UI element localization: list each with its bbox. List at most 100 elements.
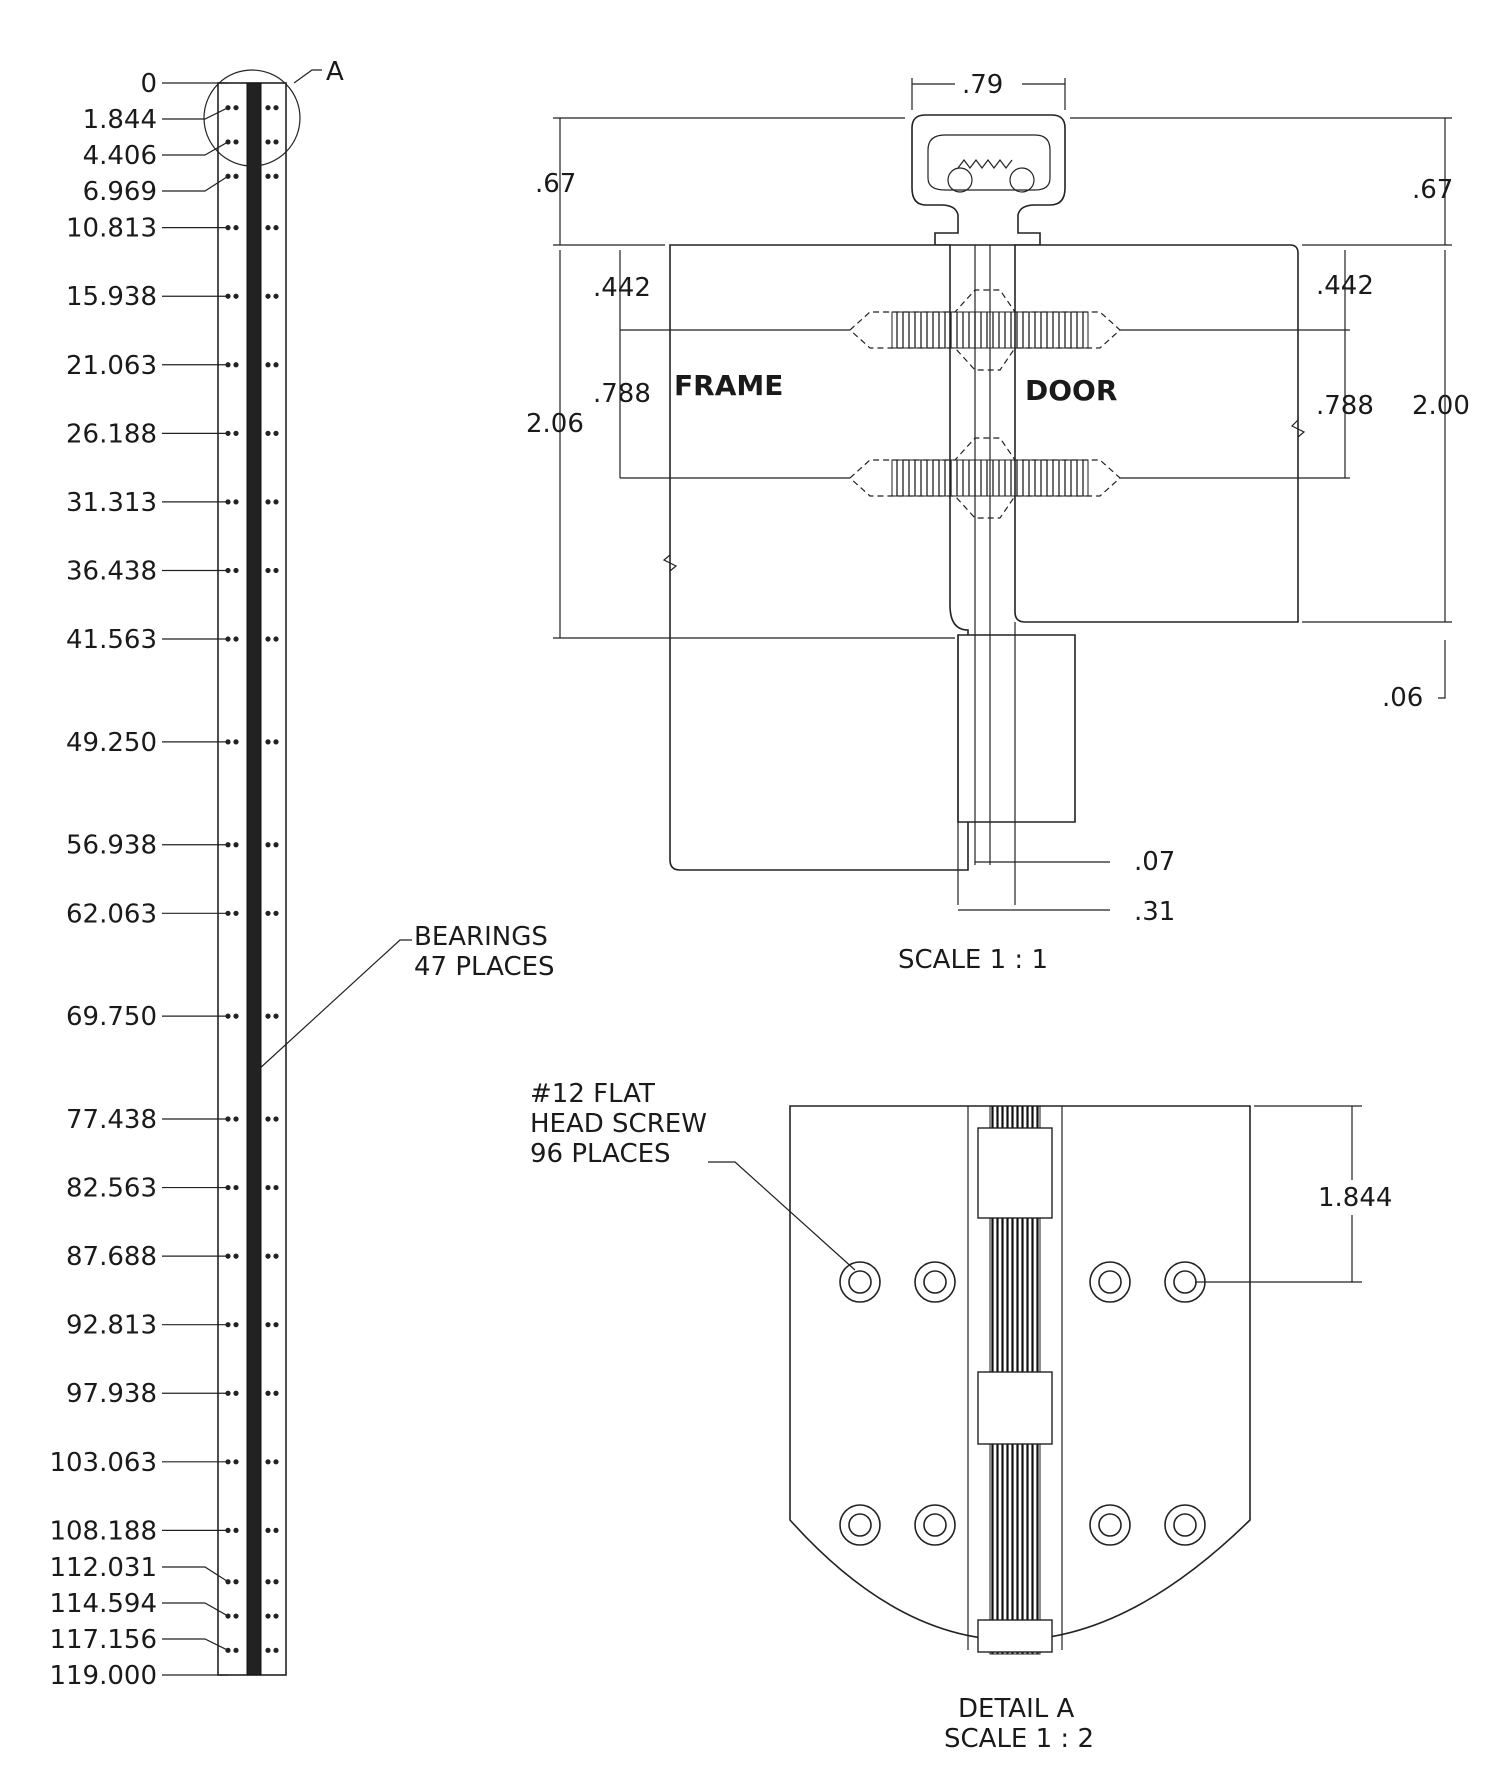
station-label: 56.938 (66, 831, 157, 861)
screw-hole-dot (273, 225, 279, 231)
flat-head-screw-icon (923, 1270, 947, 1294)
station-label: 117.156 (49, 1625, 157, 1655)
flat-head-screw-icon (1164, 1504, 1206, 1546)
detail-a-callout-label: A (326, 57, 344, 87)
station-label: 92.813 (66, 1311, 157, 1341)
screw-hole-dot (233, 499, 239, 505)
screw-hole-dot (233, 910, 239, 916)
flat-head-screw-icon (848, 1270, 872, 1294)
hinge-elevation: 01.8444.4066.96910.81315.93821.06326.188… (49, 57, 554, 1691)
screw-hole-dot (273, 173, 279, 179)
station-label: 119.000 (49, 1661, 157, 1691)
station-label: 108.188 (49, 1516, 157, 1546)
detail-bearing-1 (977, 1127, 1053, 1219)
dim-right-screw-pitch: .788 (1316, 391, 1374, 421)
screw-hole-dot (233, 567, 239, 574)
screw-hole-dot (265, 1390, 271, 1396)
bearings-leader (257, 939, 412, 1071)
screw-hole-dot (233, 1647, 239, 1653)
screw-hole-dot (265, 1013, 271, 1019)
screw-hole-dot (273, 567, 279, 574)
screw-hole-dot (273, 1459, 279, 1465)
screw-hole-dot (233, 225, 239, 231)
dim-knuckle-width: .31 (1134, 897, 1175, 927)
station-label: 31.313 (66, 488, 157, 518)
flat-head-screw-icon (839, 1261, 881, 1303)
screw-hole-dot (265, 1647, 271, 1653)
hinge-knuckle-strip (246, 82, 262, 1676)
top-knuckle-cap (911, 114, 1066, 246)
screw-hole-dot (233, 1579, 239, 1585)
screw-hole-dot (265, 1184, 271, 1191)
detail-a-leader (293, 69, 322, 84)
station-label: 6.969 (83, 177, 157, 207)
dim-bottom-offset: .06 (1382, 683, 1423, 713)
screw-hole-dot (233, 1184, 239, 1191)
lower-screws (849, 437, 1121, 519)
station-label: 10.813 (66, 214, 157, 244)
screw-hole-dot (273, 1322, 279, 1328)
station-leader (162, 1566, 229, 1583)
station-leader (162, 175, 229, 192)
screw-hole-dot (265, 362, 271, 368)
screw-hole-dot (265, 1322, 271, 1328)
station-label: 77.438 (66, 1105, 157, 1135)
upper-screws (849, 289, 1121, 371)
dim-left-height: .67 (535, 169, 576, 199)
screw-hole-dot (265, 842, 271, 848)
screw-hole-dot (233, 430, 239, 436)
screw-hole-dot (265, 636, 271, 642)
flat-head-screw-icon (1089, 1504, 1131, 1546)
station-leader (162, 141, 229, 156)
dim-gap: .07 (1134, 847, 1175, 877)
screw-hole-dot (233, 1013, 239, 1019)
frame-break-mark (662, 554, 678, 572)
knuckle-pin-right (1009, 167, 1035, 193)
screw-hole-dot (273, 1613, 279, 1619)
station-label: 15.938 (66, 282, 157, 312)
flat-head-screw-icon (914, 1504, 956, 1546)
station-label: 103.063 (49, 1448, 157, 1478)
station-label: 87.688 (66, 1242, 157, 1272)
detail-title-line2: SCALE 1 : 2 (944, 1724, 1094, 1754)
screw-hole-dot (273, 739, 279, 745)
door-leaf (1014, 244, 1299, 623)
screw-hole-dot (265, 1116, 271, 1122)
screw-hole-dot (233, 1253, 239, 1259)
detail-screw-heads (839, 1261, 1206, 1546)
screw-hole-dot (233, 1390, 239, 1396)
station-label: 41.563 (66, 625, 157, 655)
screw-hole-dot (233, 293, 239, 299)
door-break-mark (1290, 419, 1306, 438)
frame-label: FRAME (674, 369, 783, 402)
screw-hole-dot (225, 139, 231, 145)
screw-hole-dot (265, 430, 271, 436)
station-labels: 01.8444.4066.96910.81315.93821.06326.188… (49, 69, 157, 1691)
screw-hole-dot (273, 1253, 279, 1259)
station-label: 49.250 (66, 728, 157, 758)
screw-hole-dot (233, 105, 239, 111)
screw-hole-dot (265, 293, 271, 299)
screw-hole-dot (265, 1613, 271, 1619)
station-leader (162, 107, 229, 120)
detail-title-line1: DETAIL A (958, 1694, 1075, 1724)
station-label: 82.563 (66, 1174, 157, 1204)
flat-head-screw-icon (839, 1504, 881, 1546)
gear-teeth (957, 159, 1013, 169)
screw-hole-dot (273, 1527, 279, 1533)
screw-hole-dot (233, 1322, 239, 1328)
upper-screw-thread (891, 311, 1089, 349)
flat-head-screw-icon (1089, 1261, 1131, 1303)
screw-hole-dot (233, 739, 239, 745)
dim-right-screw-offset: .442 (1316, 271, 1374, 301)
screw-hole-dot (265, 225, 271, 231)
screw-hole-dot (233, 362, 239, 368)
screw-hole-dot (233, 1613, 239, 1619)
station-label: 26.188 (66, 419, 157, 449)
screw-hole-dot (273, 1184, 279, 1191)
screw-hole-dot (273, 499, 279, 505)
detail-bearing-3 (977, 1619, 1053, 1653)
screw-hole-dot (233, 173, 239, 179)
detail-dim: 1.844 (1318, 1183, 1392, 1213)
screw-hole-dot (265, 173, 271, 179)
